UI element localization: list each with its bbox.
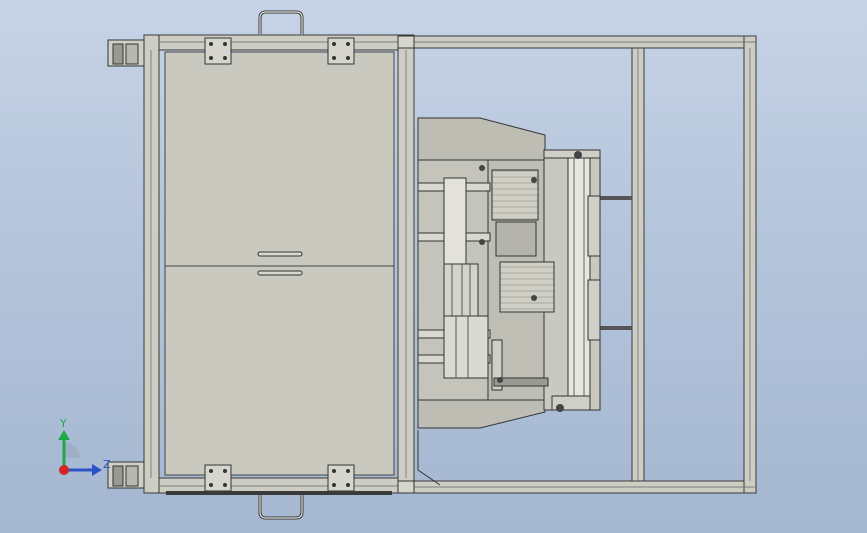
bracket-bottom-right bbox=[327, 464, 355, 492]
frame-top-rail bbox=[143, 34, 415, 51]
caster-top-left bbox=[107, 39, 145, 67]
bracket-top-right bbox=[327, 37, 355, 65]
frame-bottom-rail bbox=[143, 477, 415, 494]
coordinate-triad[interactable]: Y Z bbox=[58, 417, 111, 476]
top-carry-handle[interactable] bbox=[258, 10, 304, 35]
triad-z-label: Z bbox=[103, 458, 111, 471]
caster-bottom-left bbox=[107, 461, 145, 489]
panel-handle-lower[interactable] bbox=[257, 270, 303, 276]
mechanism-assembly[interactable] bbox=[417, 117, 632, 486]
triad-y-label: Y bbox=[59, 417, 67, 430]
frame-left-post bbox=[143, 34, 160, 494]
right-open-frame[interactable] bbox=[397, 35, 757, 494]
bottom-carry-handle[interactable] bbox=[258, 493, 304, 520]
panel-handle-upper[interactable] bbox=[257, 251, 303, 257]
left-enclosure[interactable] bbox=[107, 10, 415, 520]
cover-panel[interactable] bbox=[164, 51, 395, 476]
bracket-bottom-left bbox=[204, 464, 232, 492]
x-axis-icon bbox=[59, 465, 69, 475]
bracket-top-left bbox=[204, 37, 232, 65]
